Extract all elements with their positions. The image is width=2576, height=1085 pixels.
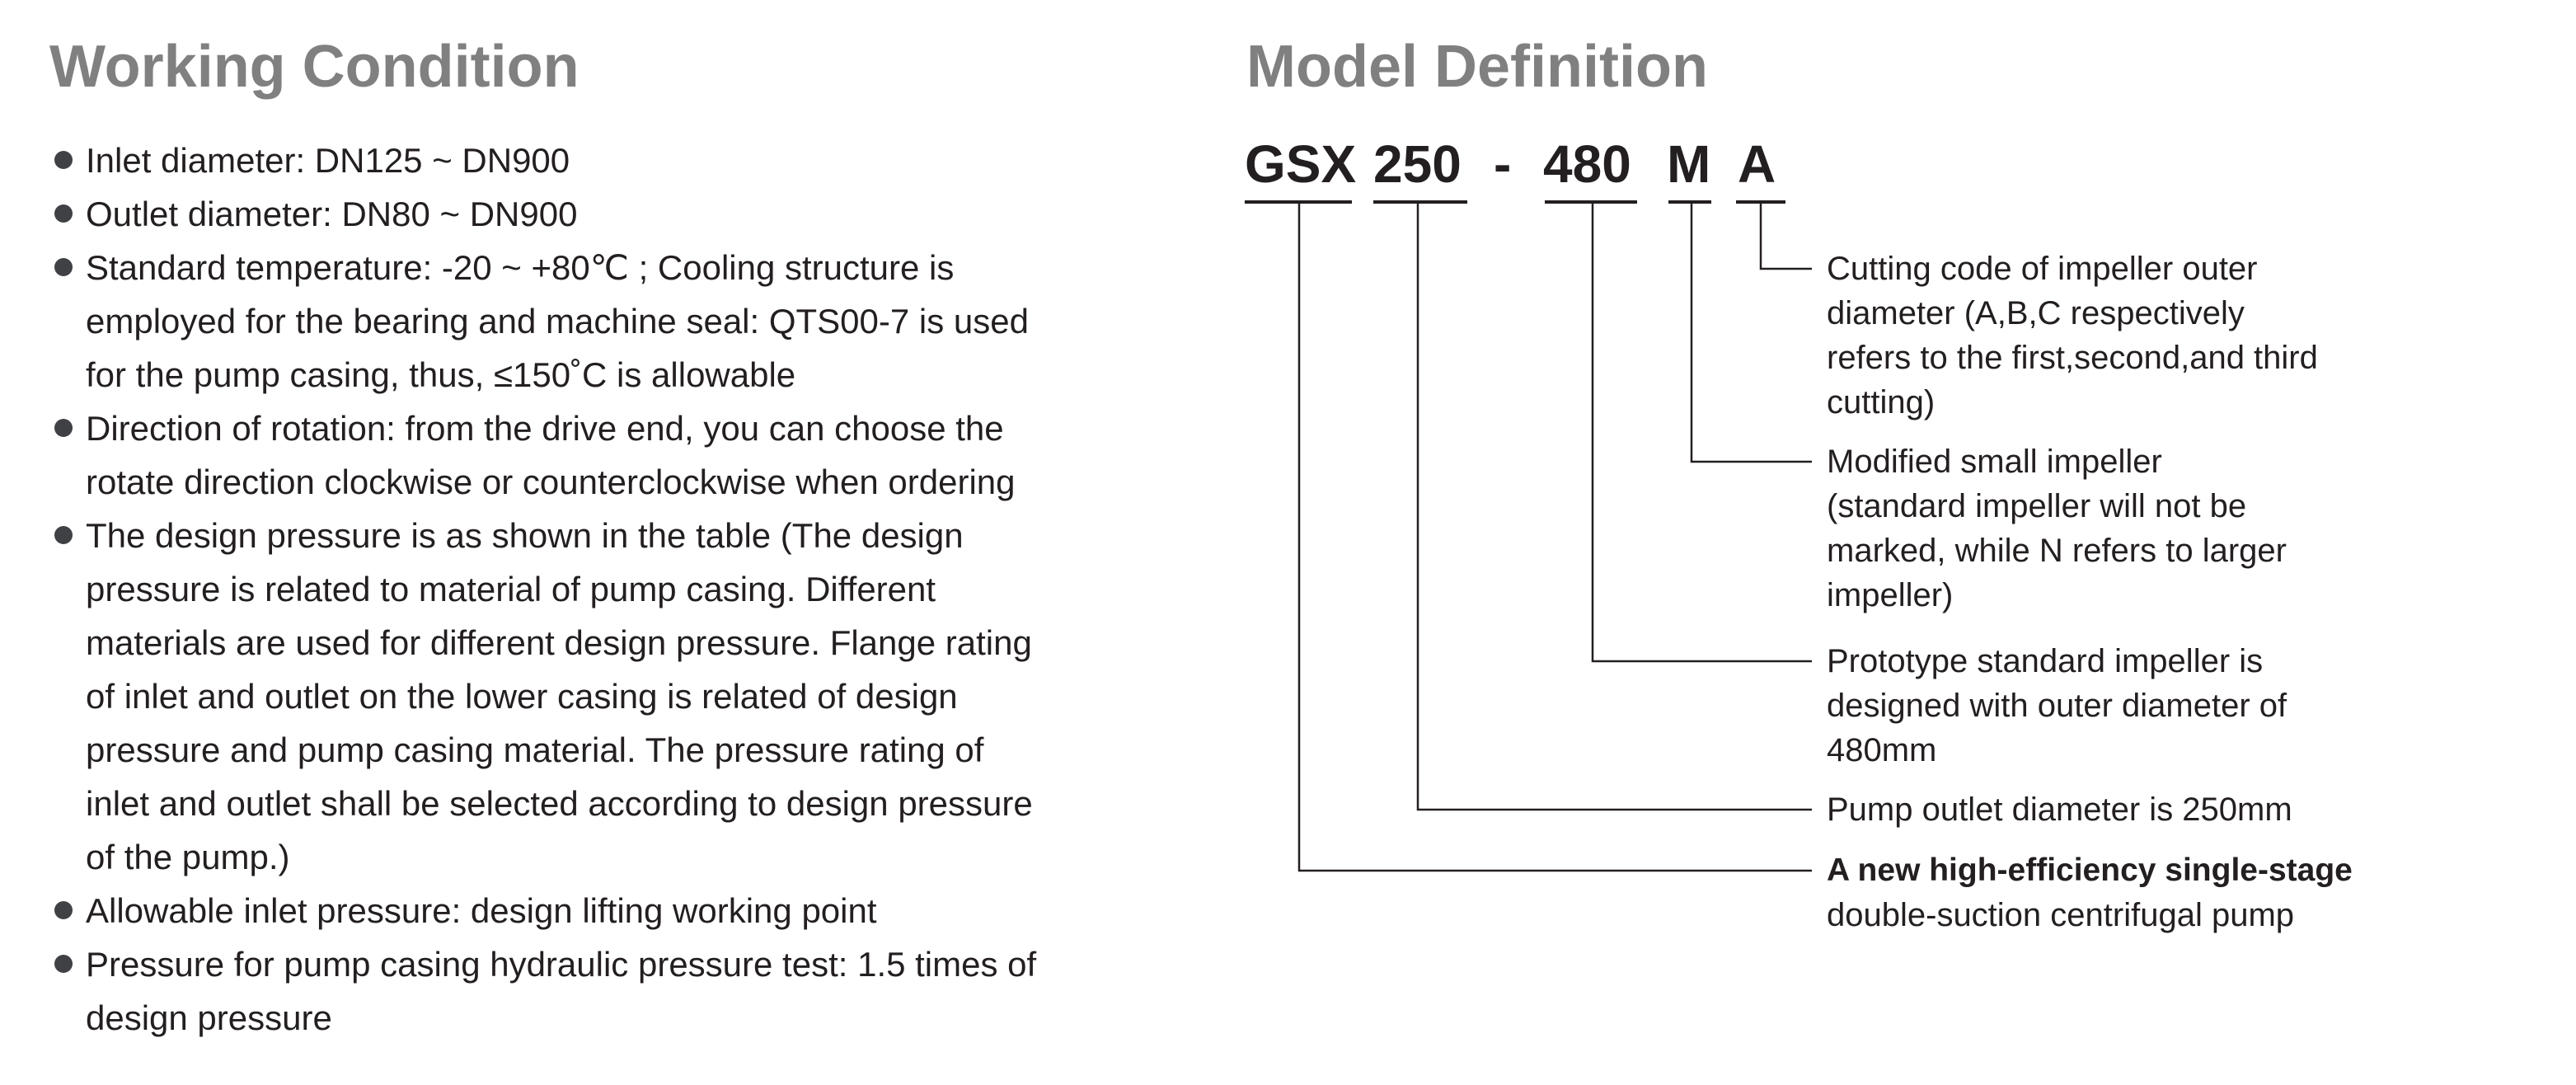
- code-part-250: 250: [1373, 134, 1462, 194]
- item-text-line: Direction of rotation: from the drive en…: [86, 409, 1004, 448]
- working-condition-item: Standard temperature: -20 ~ +80℃ ; Cooli…: [54, 241, 1036, 402]
- description-line: Prototype standard impeller is: [1827, 643, 2264, 679]
- bullet-icon: [54, 901, 73, 919]
- description-line: Pump outlet diameter is 250mm: [1827, 791, 2292, 828]
- item-text-line: for the pump casing, thus, ≤150˚C is all…: [86, 355, 796, 394]
- description-line: Modified small impeller: [1827, 444, 2162, 480]
- item-text-line: inlet and outlet shall be selected accor…: [86, 784, 1033, 823]
- connector-m: [1690, 202, 1812, 463]
- description-m: Modified small impeller (standard impelle…: [1827, 439, 2287, 618]
- working-condition-title: Working Condition: [49, 34, 579, 100]
- description-line: impeller): [1827, 577, 1954, 613]
- item-text-line: design pressure: [86, 998, 332, 1037]
- code-part-480: 480: [1543, 134, 1631, 194]
- bullet-icon: [54, 151, 73, 169]
- code-part-dash: -: [1494, 134, 1512, 194]
- description-480: Prototype standard impeller is designed w…: [1827, 639, 2287, 773]
- working-condition-item: Inlet diameter: DN125 ~ DN900: [54, 134, 1036, 187]
- description-line: marked, while N refers to larger: [1827, 533, 2287, 569]
- item-text-line: The design pressure is as shown in the t…: [86, 516, 964, 555]
- working-condition-item: Outlet diameter: DN80 ~ DN900: [54, 187, 1036, 241]
- working-condition-item: Pressure for pump casing hydraulic press…: [54, 937, 1036, 1045]
- bullet-icon: [54, 204, 73, 223]
- item-text-line: Outlet diameter: DN80 ~ DN900: [86, 195, 578, 233]
- connector-gsx: [1297, 202, 1812, 872]
- connector-250: [1416, 202, 1812, 811]
- description-line: Cutting code of impeller outer: [1827, 251, 2258, 287]
- item-text-line: pressure is related to material of pump …: [86, 570, 936, 608]
- connector-480: [1591, 202, 1812, 663]
- description-line: refers to the first,second,and third: [1827, 340, 2318, 376]
- item-text-line: employed for the bearing and machine sea…: [86, 302, 1029, 341]
- item-text-line: of inlet and outlet on the lower casing …: [86, 677, 958, 716]
- description-line: designed with outer diameter of: [1827, 688, 2287, 724]
- bullet-icon: [54, 419, 73, 437]
- description-line: double-suction centrifugal pump: [1827, 897, 2295, 933]
- bullet-icon: [54, 955, 73, 973]
- item-text-line: Pressure for pump casing hydraulic press…: [86, 945, 1037, 984]
- item-text-line: pressure and pump casing material. The p…: [86, 730, 984, 769]
- bullet-icon: [54, 258, 73, 276]
- description-a: Cutting code of impeller outer diameter (…: [1827, 247, 2318, 425]
- description-250: Pump outlet diameter is 250mm: [1827, 787, 2292, 832]
- code-part-m: M: [1667, 134, 1711, 194]
- code-part-gsx: GSX: [1245, 134, 1357, 194]
- description-line: A new high-efficiency single-stage: [1827, 852, 2353, 888]
- item-text-line: Allowable inlet pressure: design lifting…: [86, 891, 877, 930]
- description-line: (standard impeller will not be: [1827, 488, 2247, 524]
- connector-a: [1759, 202, 1812, 270]
- item-text-line: rotate direction clockwise or counterclo…: [86, 463, 1016, 501]
- description-line: cutting): [1827, 384, 1936, 420]
- description-line: 480mm: [1827, 732, 1937, 768]
- working-condition-item: Allowable inlet pressure: design lifting…: [54, 884, 1036, 937]
- item-text-line: of the pump.): [86, 838, 290, 876]
- working-condition-item: Direction of rotation: from the drive en…: [54, 402, 1036, 509]
- item-text-line: Inlet diameter: DN125 ~ DN900: [86, 141, 570, 180]
- bullet-icon: [54, 526, 73, 544]
- item-text-line: Standard temperature: -20 ~ +80℃ ; Cooli…: [86, 248, 955, 287]
- working-condition-item: The design pressure is as shown in the t…: [54, 509, 1036, 884]
- item-text-line: materials are used for different design …: [86, 623, 1032, 662]
- model-definition-title: Model Definition: [1246, 34, 1708, 100]
- description-gsx: A new high-efficiency single-stage double…: [1827, 848, 2353, 937]
- code-part-a: A: [1738, 134, 1776, 194]
- description-line: diameter (A,B,C respectively: [1827, 295, 2245, 331]
